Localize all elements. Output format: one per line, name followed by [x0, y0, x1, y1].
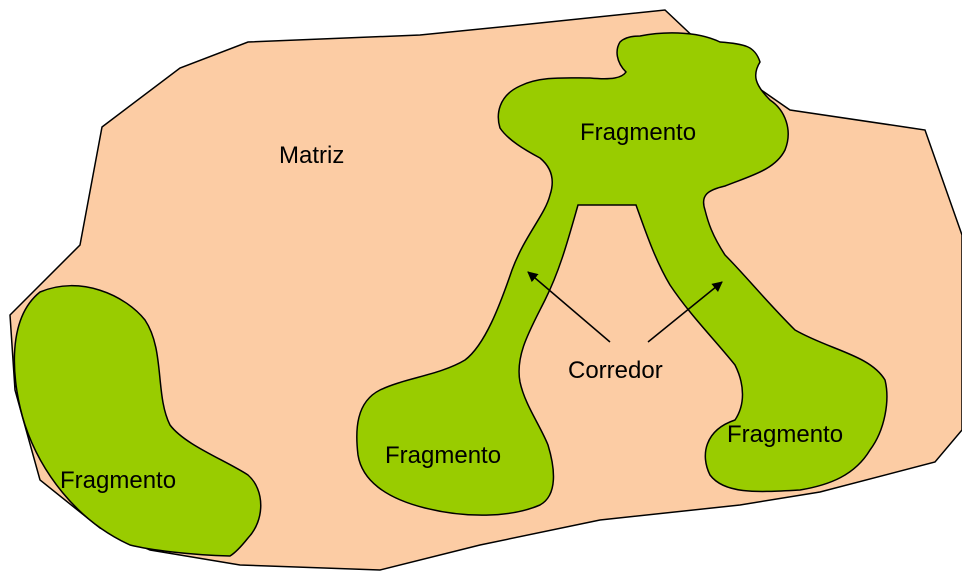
matrix-label: Matriz — [279, 142, 344, 169]
fragment-left — [13, 284, 262, 557]
fragment-corridor-network — [356, 32, 888, 516]
arrow-left-corridor — [527, 271, 611, 343]
fragment-label-bottom-right: Fragmento — [727, 421, 843, 448]
arrow-right-corridor — [647, 281, 723, 343]
fragment-label-left: Fragmento — [60, 467, 176, 494]
corridor-label: Corredor — [568, 357, 663, 384]
fragment-label-top: Fragmento — [580, 119, 696, 146]
fragment-label-bottom-center: Fragmento — [385, 442, 501, 469]
